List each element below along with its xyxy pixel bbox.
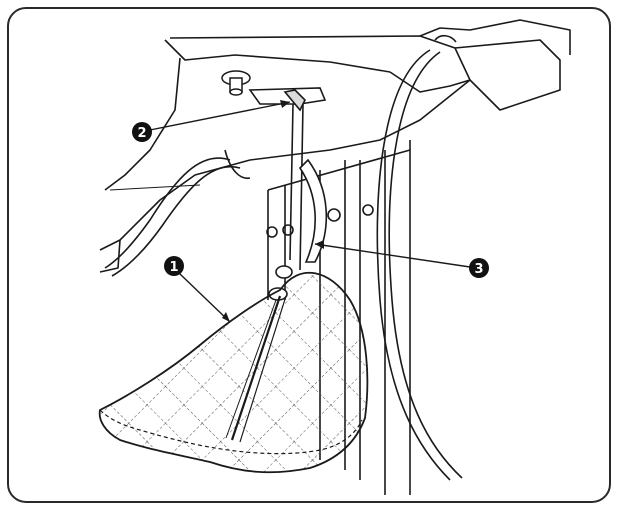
arrowhead-1 bbox=[222, 312, 230, 322]
hanger-bracket bbox=[248, 87, 327, 271]
knob bbox=[221, 70, 251, 96]
quilted-bag bbox=[98, 271, 369, 474]
cables bbox=[104, 49, 463, 481]
callout-marker-icon bbox=[164, 256, 184, 276]
callout-3-label: 3 bbox=[474, 262, 483, 277]
callout-2-label: 2 bbox=[137, 126, 146, 141]
callout-1: 1 bbox=[164, 256, 184, 276]
leader-lines bbox=[149, 101, 471, 323]
arrowhead-2 bbox=[280, 100, 290, 108]
callout-marker-icon bbox=[132, 122, 152, 142]
callout-1-label: 1 bbox=[169, 260, 178, 275]
table-underside bbox=[99, 19, 571, 273]
callout-marker-icon bbox=[469, 258, 489, 278]
arrowhead-3 bbox=[315, 240, 324, 249]
callout-2: 2 bbox=[132, 122, 152, 142]
callout-3: 3 bbox=[469, 258, 489, 278]
